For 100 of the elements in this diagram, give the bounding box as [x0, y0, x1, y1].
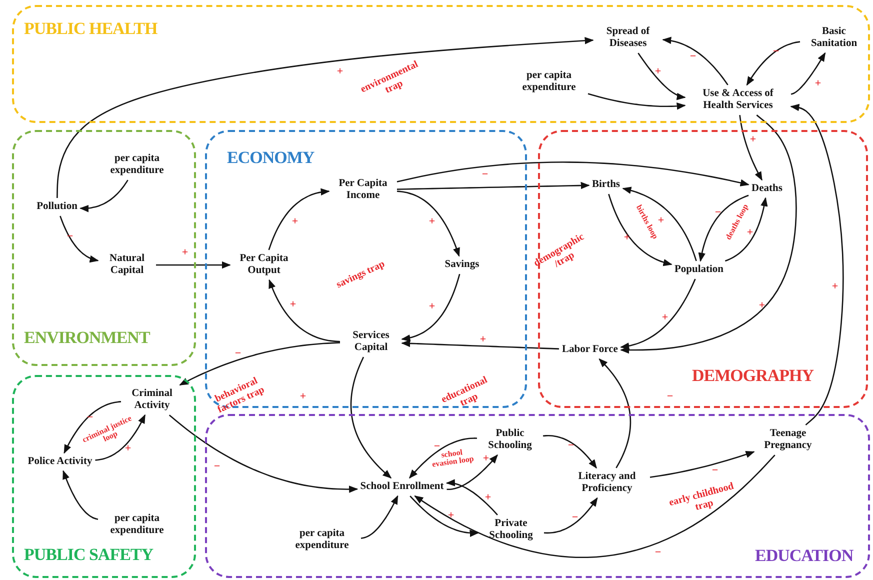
causal-arrow [662, 36, 728, 86]
variable-name: Use & Access of Health Services [688, 88, 788, 112]
causal-arrow [396, 162, 750, 186]
causal-arrow [724, 197, 768, 262]
variable-name: School Enrollment [360, 480, 444, 494]
causal-arrow [746, 41, 800, 86]
variable-name: Deaths [752, 182, 782, 196]
variable-name: per capita expenditure [101, 512, 173, 538]
polarity-sign: + [832, 282, 838, 292]
variable-name: per capita expenditure [286, 528, 358, 552]
polarity-sign: + [662, 312, 668, 324]
causal-arrow [56, 37, 594, 198]
causal-arrow [268, 279, 340, 342]
sector-title: ENVIRONMENT [24, 328, 150, 348]
causal-arrow [80, 180, 128, 212]
polarity-sign: + [182, 248, 188, 258]
causal-arrow [350, 356, 392, 479]
variable-name: Per Capita Output [233, 252, 295, 278]
causal-arrow [179, 342, 340, 386]
causal-arrow [410, 496, 479, 537]
polarity-sign: + [814, 78, 822, 90]
polarity-sign: + [482, 454, 490, 464]
sector-region [12, 130, 196, 366]
polarity-sign: + [448, 510, 454, 522]
sector-title: EDUCATION [755, 546, 854, 566]
polarity-sign: + [292, 216, 298, 228]
causal-arrow [638, 52, 686, 100]
polarity-sign: + [484, 492, 492, 504]
loop-label: births loop [634, 204, 659, 241]
polarity-sign: + [624, 232, 630, 244]
causal-arrow [620, 114, 797, 354]
loop-label: early childhood trap [666, 480, 736, 515]
causal-arrow [168, 414, 358, 493]
variable-name: Spread of Diseases [596, 26, 660, 50]
polarity-sign: − [712, 466, 718, 476]
causal-arrow [608, 194, 672, 266]
sector-title: PUBLIC HEALTH [24, 19, 158, 39]
sector-title: DEMOGRAPHY [692, 366, 814, 386]
variable-name: Literacy and Proficiency [567, 470, 647, 496]
sector-region [12, 375, 196, 578]
polarity-sign: + [300, 392, 306, 402]
polarity-sign: − [690, 52, 696, 62]
causal-arrow [60, 216, 99, 263]
causal-arrow [401, 340, 560, 350]
polarity-sign: − [666, 392, 674, 402]
causal-arrow [620, 278, 696, 350]
causal-arrow [790, 104, 844, 426]
causal-arrow [396, 190, 460, 257]
polarity-sign: + [480, 334, 486, 346]
polarity-sign: + [428, 302, 436, 312]
causal-arrow [622, 186, 697, 262]
causal-arrow [62, 470, 98, 520]
variable-name: per capita expenditure [513, 70, 585, 94]
variable-name: Per Capita Income [332, 178, 394, 202]
causal-arrow [414, 454, 776, 558]
polarity-sign: − [772, 46, 780, 58]
polarity-sign: − [234, 348, 242, 360]
polarity-sign: + [336, 66, 344, 78]
variable-name: Population [674, 264, 724, 276]
polarity-sign: − [572, 512, 578, 524]
causal-arrow [588, 93, 686, 110]
polarity-sign: + [746, 228, 754, 238]
causal-arrow [396, 182, 590, 190]
sector-title: ECONOMY [227, 148, 314, 168]
variable-name: Criminal Activity [124, 388, 180, 412]
polarity-sign: + [758, 300, 766, 312]
polarity-sign: + [124, 444, 132, 454]
causal-arrow [598, 358, 632, 468]
causal-arrow [401, 274, 460, 342]
sector-title: PUBLIC SAFETY [24, 545, 154, 565]
causal-arrow [542, 434, 597, 469]
polarity-sign: + [428, 216, 436, 228]
causal-arrow [95, 414, 146, 461]
variable-name: Labor Force [562, 344, 618, 356]
causal-arrow [156, 261, 231, 269]
variable-name: Basic Sanitation [803, 26, 865, 50]
polarity-sign: − [86, 412, 94, 424]
sector-region [205, 414, 870, 578]
causal-arrow [64, 400, 122, 454]
polarity-sign: − [66, 232, 74, 242]
polarity-sign: − [568, 440, 574, 452]
causal-arrow [739, 114, 762, 181]
polarity-sign: + [750, 134, 756, 146]
polarity-sign: − [482, 170, 488, 180]
variable-name: Public Schooling [480, 428, 540, 452]
variable-name: Services Capital [343, 330, 399, 354]
causal-arrow [544, 497, 598, 534]
polarity-sign: + [658, 216, 664, 226]
variable-name: Savings [444, 258, 480, 272]
polarity-sign: − [214, 462, 220, 472]
causal-arrow [790, 52, 826, 95]
causal-arrow [408, 438, 478, 479]
causal-arrow [698, 194, 749, 262]
polarity-sign: + [290, 300, 296, 310]
variable-name: Natural Capital [101, 252, 153, 278]
variable-name: Births [592, 178, 620, 192]
causal-arrow [268, 188, 330, 250]
variable-name: Police Activity [28, 456, 92, 468]
variable-name: Private Schooling [481, 518, 541, 542]
causal-arrow [446, 454, 498, 490]
